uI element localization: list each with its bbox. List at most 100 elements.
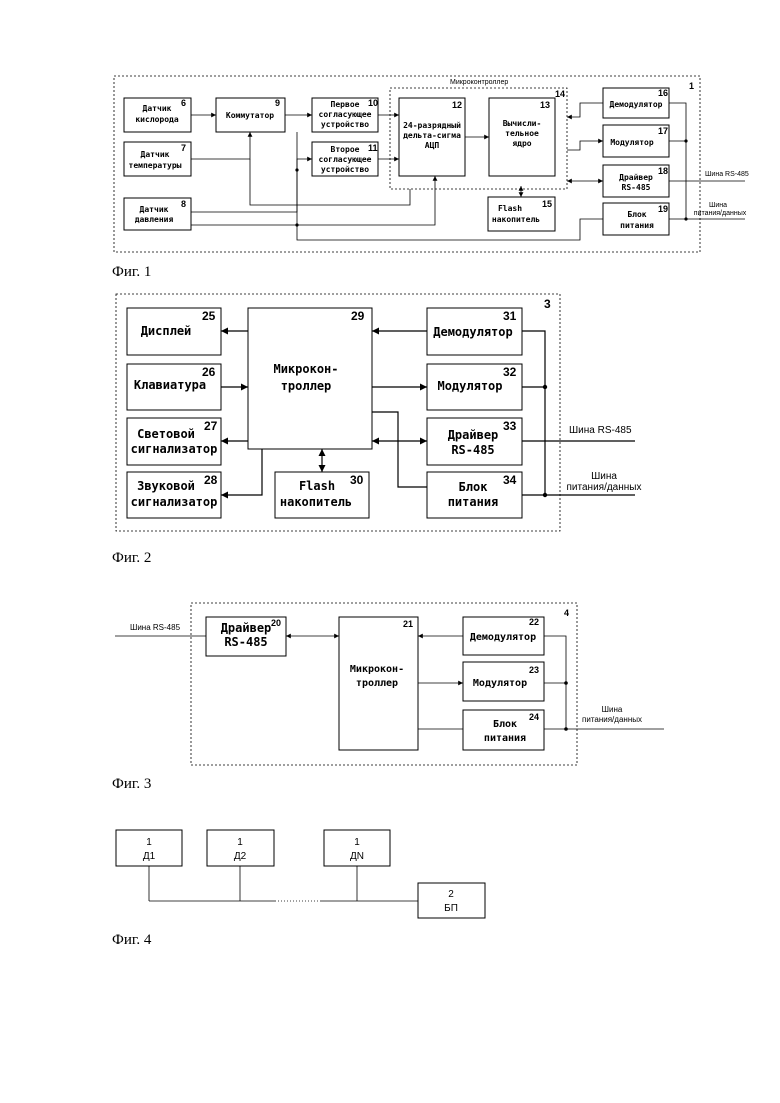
svg-text:дельта-сигма: дельта-сигма [403,131,461,140]
power-unit-block: 24 Блок питания [463,710,544,750]
svg-text:Flash: Flash [498,204,522,213]
temperature-sensor-block: 7 Датчик температуры [124,142,191,176]
svg-text:Модулятор: Модулятор [437,379,502,393]
power-bus-label-1: Шина [709,202,727,209]
demodulator-block: 31 Демодулятор [427,308,522,355]
svg-text:26: 26 [202,365,216,379]
power-bus-label-2: питания/данных [694,210,747,217]
svg-text:27: 27 [204,419,218,433]
figure-3: 4 20 Драйвер RS-485 21 Микрокон- троллер… [112,603,664,792]
figure-caption: Фиг. 2 [112,550,151,566]
svg-text:Световой: Световой [137,427,195,441]
power-bus-label-1: Шина [602,705,623,714]
svg-text:сигнализатор: сигнализатор [131,442,218,456]
container-num: 3 [544,297,551,311]
keyboard-block: 26 Клавиатура [127,364,221,410]
rs485-bus-label: Шина RS-485 [130,623,181,632]
svg-text:Первое: Первое [331,100,360,109]
svg-text:17: 17 [658,126,668,136]
svg-text:температуры: температуры [129,161,182,170]
svg-text:1: 1 [146,837,152,848]
svg-text:ядро: ядро [512,139,531,148]
svg-text:Клавиатура: Клавиатура [134,378,206,392]
svg-text:Д2: Д2 [234,851,247,862]
svg-text:Демодулятор: Демодулятор [470,632,536,643]
rs485-bus-label: Шина RS-485 [705,171,749,178]
svg-text:Коммутатор: Коммутатор [226,111,274,120]
svg-text:22: 22 [529,617,539,627]
power-bus-label-1: Шина [591,471,617,482]
svg-text:питания: питания [484,733,526,744]
svg-text:18: 18 [658,166,668,176]
modulator-block: 23 Модулятор [463,662,544,701]
oxygen-sensor-block: 6 Датчик кислорода [124,98,191,132]
svg-text:Вычисли-: Вычисли- [503,119,542,128]
svg-text:34: 34 [503,473,517,487]
svg-text:30: 30 [350,473,364,487]
svg-text:13: 13 [540,100,550,110]
power-unit-block: 19 Блок питания [603,203,669,235]
svg-text:1: 1 [354,837,360,848]
figure-caption: Фиг. 4 [112,932,152,948]
svg-text:ДN: ДN [350,851,364,862]
container-num: 1 [689,81,694,91]
svg-text:Драйвер: Драйвер [448,428,499,442]
svg-text:Датчик: Датчик [140,205,169,214]
svg-text:сигнализатор: сигнализатор [131,495,218,509]
adc-block: 12 24-разрядный дельта-сигма АЦП [399,98,465,176]
power-unit-block: 34 Блок питания [427,472,522,518]
svg-text:согласующее: согласующее [319,110,372,119]
svg-text:28: 28 [204,473,218,487]
svg-text:давления: давления [135,215,174,224]
display-block: 25 Дисплей [127,308,221,355]
svg-text:24: 24 [529,712,539,722]
demodulator-block: 22 Демодулятор [463,617,544,655]
commutator-block: 9 Коммутатор [216,98,285,132]
figure-1: 1 Микроконтроллер 14 6 Датчик кислорода … [112,76,749,280]
sound-signal-block: 28 Звуковой сигнализатор [127,472,221,518]
svg-text:накопитель: накопитель [492,215,540,224]
svg-text:15: 15 [542,199,552,209]
rs485-bus-label: Шина RS-485 [569,425,632,436]
rs485-driver-block: 18 Драйвер RS-485 [603,165,669,197]
svg-text:тельное: тельное [505,129,539,138]
demodulator-block: 16 Демодулятор [603,88,669,118]
svg-text:7: 7 [181,143,186,153]
computing-core-block: 13 Вычисли- тельное ядро [489,98,555,176]
svg-text:БП: БП [444,903,458,914]
power-bus-label-2: питания/данных [567,482,642,493]
svg-text:16: 16 [658,88,668,98]
svg-text:Драйвер: Драйвер [221,621,272,635]
flash-block: 30 Flash накопитель [275,472,369,518]
figure-4: 1 Д1 1 Д2 1 ДN 2 БП Фиг. 4 [112,830,485,948]
svg-text:Блок: Блок [459,480,489,494]
figure-caption: Фиг. 3 [112,776,151,792]
svg-text:кислорода: кислорода [135,115,179,124]
svg-text:32: 32 [503,365,517,379]
svg-text:20: 20 [271,618,281,628]
svg-text:6: 6 [181,98,186,108]
rs485-driver-block: 20 Драйвер RS-485 [206,617,286,656]
svg-text:19: 19 [658,204,668,214]
svg-text:Д1: Д1 [143,851,156,862]
svg-text:Микрокон-: Микрокон- [273,362,338,376]
svg-text:троллер: троллер [281,379,332,393]
pressure-sensor-block: 8 Датчик давления [124,198,191,230]
svg-text:25: 25 [202,309,216,323]
microcontroller-num: 14 [555,89,565,99]
fig4-connections [149,866,418,901]
svg-text:29: 29 [351,309,365,323]
svg-text:троллер: троллер [356,678,398,689]
svg-text:Flash: Flash [299,479,335,493]
svg-text:9: 9 [275,98,280,108]
svg-text:21: 21 [403,619,413,629]
power-supply-block: 2 БП [418,883,485,918]
flash-block: 15 Flash накопитель [488,197,555,231]
svg-text:10: 10 [368,98,378,108]
svg-text:Звуковой: Звуковой [137,479,195,493]
svg-text:устройство: устройство [321,165,369,174]
svg-text:Демодулятор: Демодулятор [433,325,512,339]
svg-text:33: 33 [503,419,517,433]
rs485-driver-block: 33 Драйвер RS-485 [427,418,522,465]
